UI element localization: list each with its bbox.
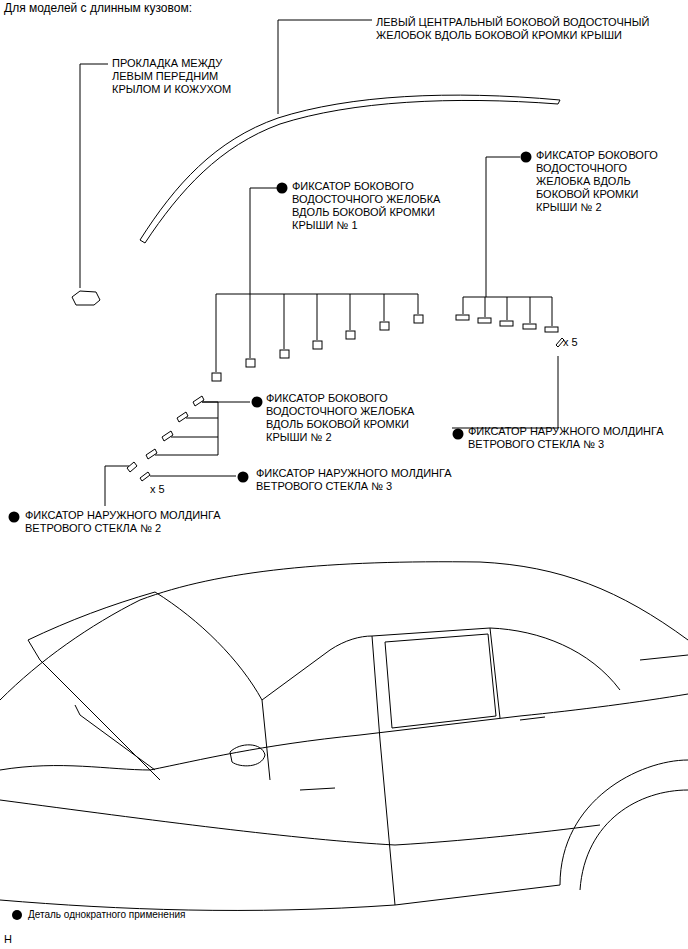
legend-text: Деталь однократного применения [28,909,185,921]
diagram-title: Для моделей с длинным кузовом: [4,1,192,15]
legend-dot [12,910,22,920]
one-time-use-dot [238,472,249,483]
door-handle [300,788,335,790]
one-time-use-dot [521,152,532,163]
c-pillar [490,628,620,690]
clip [500,321,513,326]
clip [246,359,255,367]
leader-line [105,466,129,506]
one-time-use-dot [277,183,288,194]
trunk-line [640,655,688,660]
clip [545,327,558,332]
leader-line [80,64,108,288]
clip [280,350,289,358]
body-crease [0,800,600,845]
door-frame [262,636,395,905]
one-time-use-dot [9,512,20,523]
one-time-use-dots [9,152,532,523]
molding-edge [140,100,560,243]
clip [177,412,188,422]
rear-window [372,628,500,728]
clip [523,324,536,329]
wheel [580,790,688,890]
leader-line [216,294,418,372]
quantity: x 5 [150,483,165,496]
windshield-edge [28,640,150,770]
figure-code: H [4,933,12,946]
clips [72,291,564,481]
clip [313,341,322,349]
clip [478,318,491,323]
car-outline [0,562,688,911]
gasket [72,291,100,305]
clip [193,396,204,406]
clip [346,331,355,339]
wiper [75,705,155,770]
belt-line [150,694,688,770]
windshield-top [28,592,155,640]
part-name: ПРОКЛАДКА МЕЖДУ ЛЕВЫМ ПЕРЕДНИМ КРЫЛОМ И … [112,57,254,96]
leader-line [250,188,286,294]
quantity: x 5 [563,336,578,349]
leader-line [150,476,236,477]
clip [162,431,173,441]
part-name: ФИКСАТОР БОКОВОГО ВОДОСТОЧНОГО ЖЕЛОБКА В… [536,149,678,214]
clip [212,373,221,381]
roof-line [0,562,688,700]
one-time-use-dot [252,397,263,408]
clip [127,462,137,472]
clip [414,315,423,323]
a-pillar [155,592,372,700]
clip [140,472,150,481]
molding-edge [145,100,558,243]
leader-line [452,356,558,428]
leader-line [278,20,372,114]
part-name: ФИКСАТОР НАРУЖНОГО МОЛДИНГА ВЕТРОВОГО СТ… [468,425,676,451]
hood-line [0,766,160,780]
clip [556,338,564,347]
part-name: ФИКСАТОР НАРУЖНОГО МОЛДИНГА ВЕТРОВОГО СТ… [256,467,464,493]
one-time-use-dot [453,429,464,440]
clip [146,449,157,459]
clip [380,322,389,330]
part-name: ФИКСАТОР НАРУЖНОГО МОЛДИНГА ВЕТРОВОГО СТ… [25,509,233,535]
leader-line [155,402,250,455]
molding-edge [140,95,560,240]
sill-line [0,885,560,910]
clip [456,315,469,320]
door-handle [520,717,545,720]
part-name: ФИКСАТОР БОКОВОГО ВОДОСТОЧНОГО ЖЕЛОБКА В… [266,392,434,444]
part-name: ФИКСАТОР БОКОВОГО ВОДОСТОЧНОГО ЖЕЛОБКА В… [292,180,460,232]
part-name: ЛЕВЫЙ ЦЕНТРАЛЬНЫЙ БОКОВОЙ ВОДОСТОЧНЫЙ ЖЕ… [376,16,668,42]
mirror [230,745,265,766]
wheel-arch [560,760,688,885]
roof-drip-molding [140,95,560,243]
